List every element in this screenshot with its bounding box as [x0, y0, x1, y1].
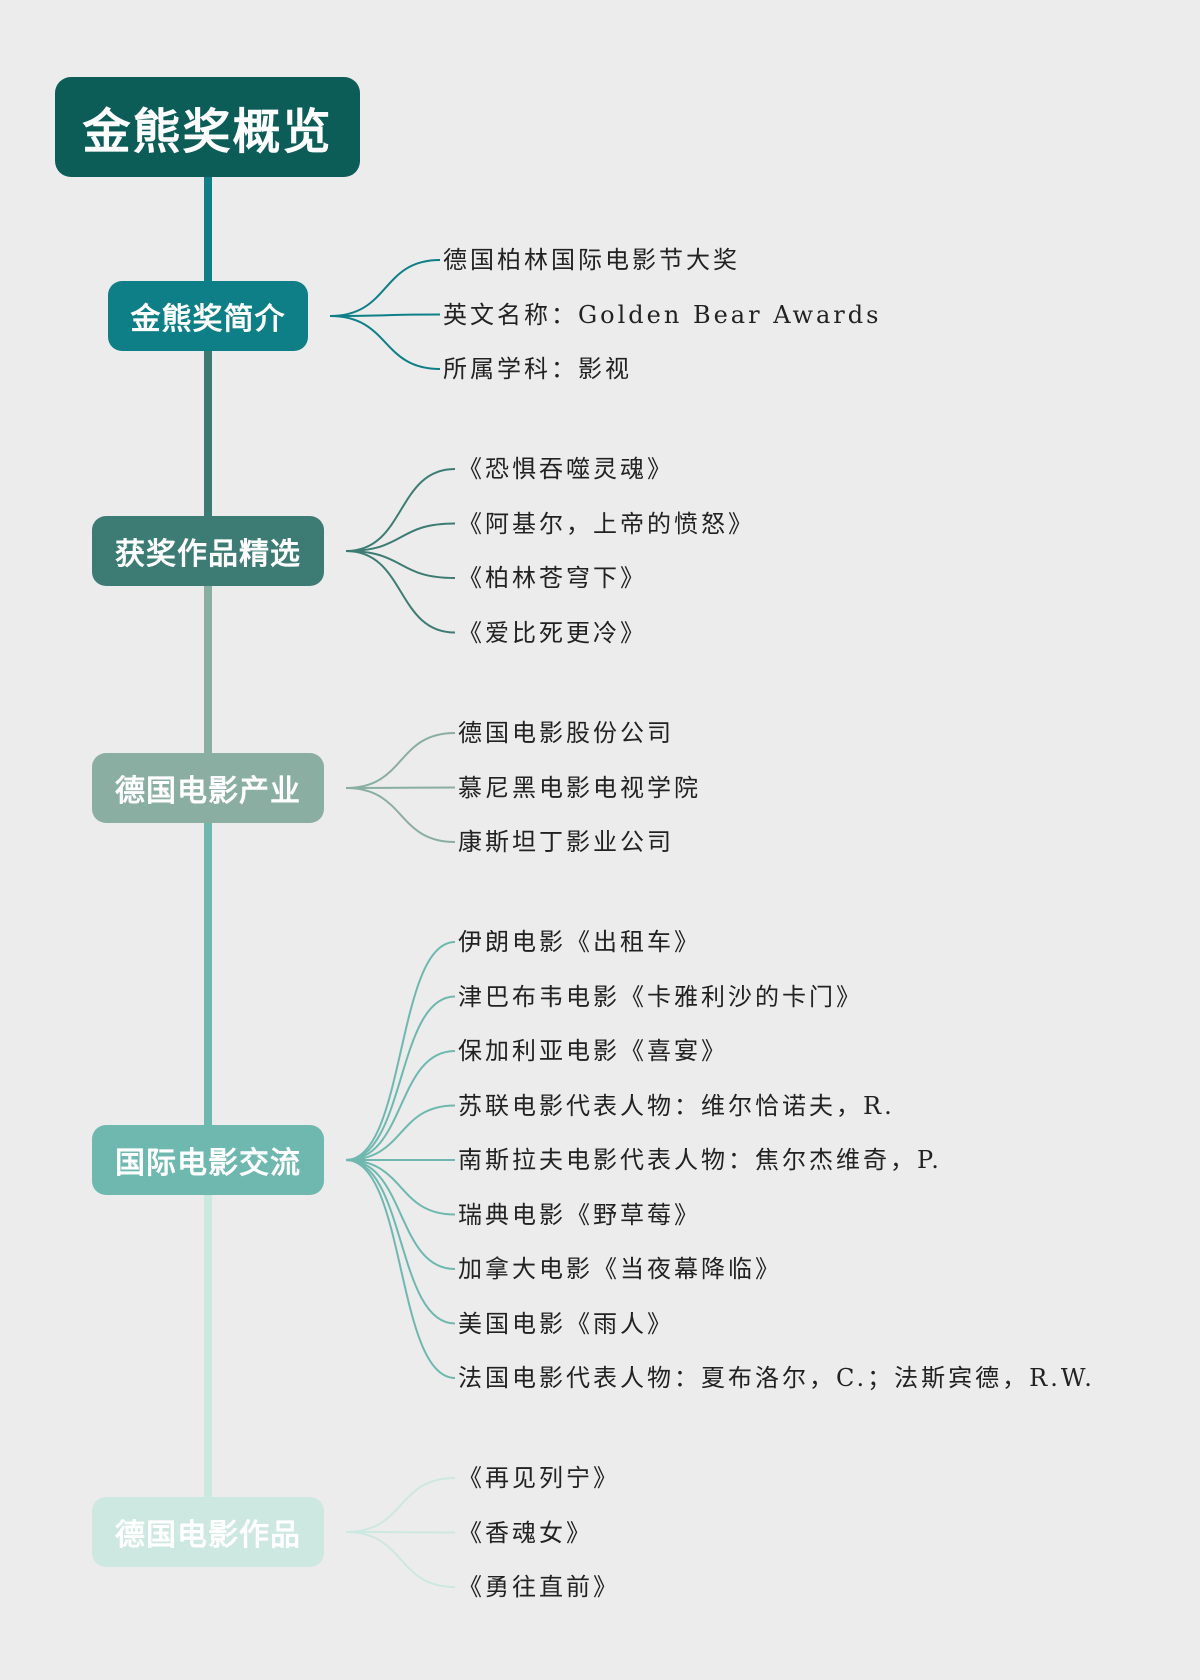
branch-connector: [345, 995, 456, 1161]
branch-connector: [345, 1531, 456, 1534]
leaf-item: 英文名称：Golden Bear Awards: [443, 300, 882, 329]
branch-connector: [329, 259, 441, 317]
branch-connector: [345, 1104, 456, 1161]
branch-connector: [345, 1159, 456, 1216]
leaf-item: 《香魂女》: [458, 1518, 593, 1547]
branch-connector: [345, 1159, 456, 1379]
branch-connector: [345, 550, 456, 634]
leaf-item: 伊朗电影《出租车》: [458, 928, 701, 956]
leaf-item: 加拿大电影《当夜幕降临》: [458, 1255, 782, 1283]
branch-connector: [345, 522, 456, 552]
leaf-item: 《勇往直前》: [458, 1573, 620, 1601]
root-node: 金熊奖概览: [55, 77, 360, 177]
branch-connector: [345, 786, 456, 789]
leaf-item: 苏联电影代表人物：维尔恰诺夫，R.: [458, 1091, 895, 1120]
leaf-item: 瑞典电影《野草莓》: [458, 1200, 701, 1229]
leaf-item: 《爱比死更冷》: [458, 618, 647, 647]
leaf-item: 德国电影股份公司: [458, 719, 674, 747]
branch-connector: [345, 550, 456, 579]
leaf-item: 所属学科：影视: [443, 355, 632, 383]
leaf-item: 德国柏林国际电影节大奖: [443, 246, 740, 274]
leaf-item: 南斯拉夫电影代表人物：焦尔杰维奇，P.: [458, 1146, 942, 1174]
branch-connector: [345, 1531, 456, 1588]
branch-node: 获奖作品精选: [92, 516, 324, 586]
branch-node: 德国电影作品: [92, 1497, 324, 1567]
leaf-item: 《阿基尔，上帝的愤怒》: [458, 509, 755, 538]
leaf-item: 美国电影《雨人》: [458, 1309, 674, 1338]
branch-connector: [345, 787, 456, 843]
leaf-item: 《柏林苍穹下》: [458, 564, 647, 592]
branch-node: 德国电影产业: [92, 753, 324, 823]
leaf-item: 《恐惧吞噬灵魂》: [458, 455, 674, 483]
branch-connector: [329, 313, 441, 317]
leaf-item: 保加利亚电影《喜宴》: [458, 1037, 728, 1065]
leaf-item: 《再见列宁》: [458, 1464, 620, 1492]
branch-node: 金熊奖简介: [108, 281, 308, 351]
leaf-item: 法国电影代表人物：夏布洛尔，C.；法斯宾德，R.W.: [458, 1364, 1095, 1392]
branch-connector: [345, 1050, 456, 1161]
branch-connector: [345, 1159, 456, 1270]
branch-node: 国际电影交流: [92, 1125, 324, 1195]
leaf-item: 慕尼黑电影电视学院: [458, 773, 701, 802]
branch-connector: [329, 315, 441, 370]
branch-connector: [345, 468, 456, 552]
leaf-item: 康斯坦丁影业公司: [458, 828, 674, 856]
leaf-item: 津巴布韦电影《卡雅利沙的卡门》: [458, 982, 863, 1011]
branch-connector: [345, 1477, 456, 1533]
branch-connector: [345, 732, 456, 789]
branch-connector: [345, 1159, 456, 1325]
branch-connector: [345, 941, 456, 1161]
